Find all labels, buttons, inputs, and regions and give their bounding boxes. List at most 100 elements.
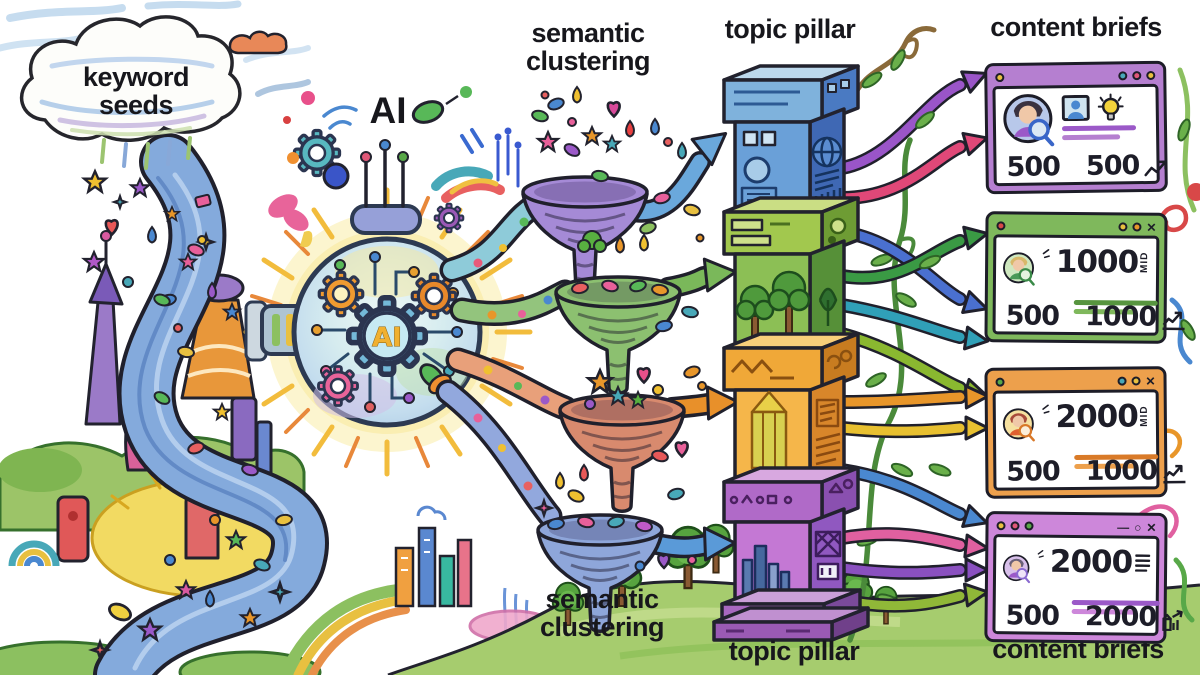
card1-body: 500 500 — [992, 83, 1167, 187]
window-maximize-icon: ○ — [1134, 520, 1142, 535]
stream-dots — [473, 217, 553, 491]
right-swirls — [1137, 67, 1200, 623]
window-dot-icon — [1131, 376, 1141, 386]
text-line — [1062, 134, 1121, 141]
sky-scribbles — [0, 0, 311, 97]
rainbow-road — [279, 584, 410, 675]
window-dot-icon — [996, 221, 1006, 231]
persona-search-avatar-icon — [1003, 94, 1055, 147]
brief4-headline-volume: 2000 — [1049, 543, 1133, 581]
chart-icon — [1162, 311, 1185, 331]
keyword-seeds-label: keyword seeds — [50, 62, 222, 120]
top-connector — [350, 204, 422, 235]
brief2-volume: 500 — [1005, 300, 1060, 332]
ai-label: AI — [369, 90, 407, 131]
topic-pillar-bottom-label: topic pillar — [728, 636, 860, 666]
trend-arrow-icon — [1144, 160, 1167, 177]
window-close-ic: ✕ — [1145, 373, 1156, 388]
leaf-icon — [927, 461, 953, 479]
text-line — [1061, 125, 1137, 132]
brief3-headline-volume: 2000 — [1055, 398, 1139, 436]
window-dot-icon — [1118, 222, 1128, 232]
topic-pillar-top-label: topic pillar — [724, 14, 856, 44]
user-photo-icon — [1061, 94, 1090, 122]
card2-body: 1000 MID 500 1000 — [992, 234, 1185, 336]
brief2-funnel-stage: MID — [1139, 251, 1151, 274]
keyword-seeds-line1: keyword — [82, 62, 190, 92]
brief2-count: 1000 — [1084, 301, 1157, 333]
blue-node-dot — [322, 162, 350, 190]
emphasis-ticks-icon — [1042, 249, 1051, 259]
window-minimize-icon: — — [1117, 519, 1130, 535]
window-close-ic: ✕ — [1146, 220, 1157, 235]
lightbulb-icon — [1097, 93, 1124, 121]
emphasis-ticks-icon — [1042, 404, 1050, 414]
ai-decorations — [268, 86, 522, 248]
persona-search-avatar-icon — [1002, 554, 1031, 584]
semantic-clustering-top-label: semantic clustering — [525, 18, 651, 76]
brief4-volume: 500 — [1005, 600, 1060, 632]
leaf-icon — [863, 369, 889, 391]
brief3-funnel-stage: MID — [1138, 405, 1150, 428]
persona-search-avatar-icon — [1002, 408, 1035, 442]
keyword-seeds-line2: seeds — [98, 89, 174, 120]
window-close-icon: ✕ — [1146, 520, 1157, 535]
funnel4-confetti — [535, 464, 697, 572]
semantic-clustering-funnels — [521, 86, 707, 633]
purple-column — [230, 396, 258, 462]
content-brief-card-3: ✕ 2000 MID 500 100 — [984, 366, 1185, 499]
window-dot-icon — [996, 521, 1006, 531]
card3-titlebar: ✕ — [992, 372, 1158, 390]
funnel1-confetti — [529, 86, 705, 243]
window-dot-icon — [1010, 521, 1020, 531]
leaf-icon — [1175, 117, 1193, 143]
window-dot-icon — [1117, 376, 1127, 386]
brief3-volume: 500 — [1006, 456, 1060, 488]
brief3-count: 1000 — [1085, 455, 1158, 487]
keyword-seeds-cloud — [20, 15, 288, 170]
building-chart-icon — [1161, 609, 1183, 632]
river-confetti — [90, 241, 294, 660]
purple-spire — [84, 290, 122, 426]
side-tree-icon — [818, 287, 838, 326]
pillar-tree-icon — [735, 270, 811, 341]
content-brief-card-4: — ○ ✕ 2000 — [984, 511, 1183, 644]
chart-icon — [1162, 464, 1185, 484]
confetti-band — [82, 169, 242, 333]
brief1-volume: 500 — [1006, 151, 1061, 183]
card2-titlebar: ✕ — [993, 217, 1159, 235]
text-lines-icon — [1135, 554, 1151, 572]
funnel3-confetti — [584, 363, 707, 464]
content-brief-card-1: 500 500 — [984, 60, 1168, 195]
emphasis-ticks-icon — [1037, 550, 1045, 558]
window-dot-icon — [1146, 70, 1156, 81]
ai-chip-text: AI — [372, 323, 402, 353]
window-dot-icon — [1132, 71, 1142, 81]
semantic-clustering-bottom-label: semantic clustering — [539, 584, 665, 642]
brief2-headline-volume: 1000 — [1055, 243, 1139, 281]
persona-search-avatar-icon — [1003, 252, 1035, 286]
window-dot-icon — [995, 72, 1005, 83]
rain-streaks — [100, 136, 192, 170]
rainbow-arch — [8, 540, 60, 567]
pattern-box-icon — [814, 530, 842, 558]
topic-pillar — [712, 64, 870, 642]
content-briefs-top-label: content briefs — [990, 12, 1162, 42]
funnel2-confetti — [570, 230, 700, 334]
fanout-arrows — [835, 70, 990, 613]
window-dot-icon — [1024, 521, 1034, 531]
signal-arcs-icon — [322, 105, 358, 130]
card3-body: 2000 MID 500 1000 — [992, 389, 1185, 491]
small-orange-cloud — [228, 30, 288, 55]
globe-icon — [811, 136, 843, 168]
keyword-river — [93, 133, 329, 675]
content-brief-card-2: ✕ 1000 MID 500 100 — [984, 211, 1185, 344]
window-dot-icon — [1132, 222, 1142, 232]
window-dot-icon — [995, 377, 1005, 387]
window-dot-icon — [1118, 71, 1128, 81]
antenna-lines — [364, 148, 405, 208]
rainbow-squiggle — [431, 166, 493, 191]
red-cylinder — [56, 495, 90, 563]
card4-titlebar: — ○ ✕ — [993, 517, 1159, 536]
